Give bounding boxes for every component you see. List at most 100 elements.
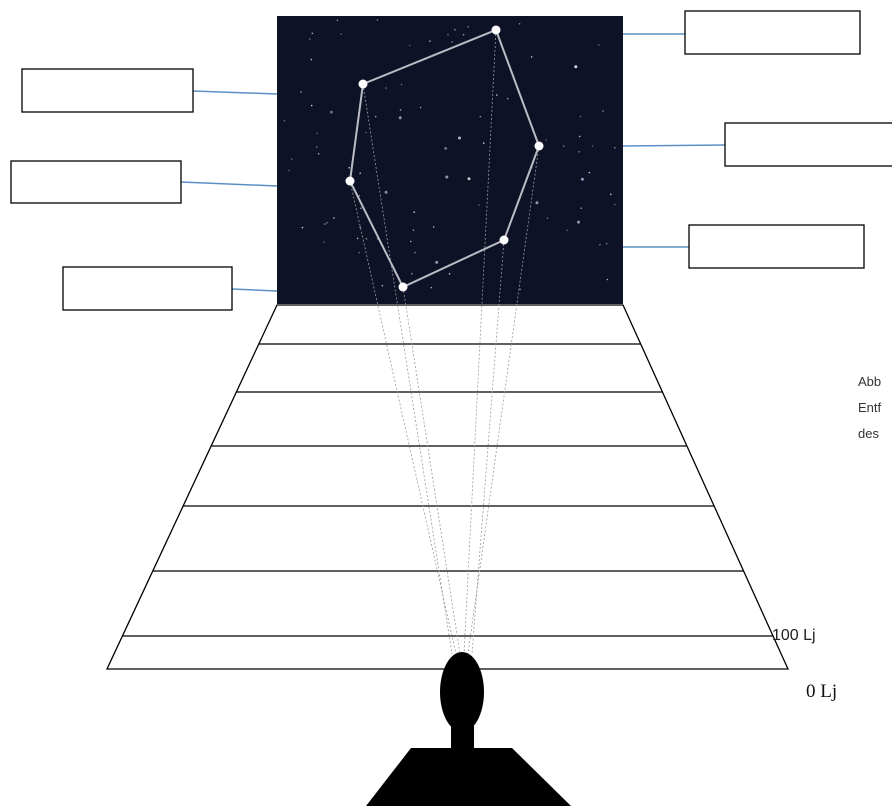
observer-silhouette	[366, 652, 571, 806]
bg-star	[301, 226, 304, 229]
bg-star	[482, 142, 485, 144]
bg-star	[462, 33, 465, 36]
bg-star	[376, 19, 379, 21]
bg-star	[506, 97, 509, 100]
bg-star	[374, 115, 377, 118]
connector-right-2	[622, 144, 726, 147]
bg-star	[448, 273, 451, 275]
sight-line-6	[471, 239, 505, 655]
caption-line-1: Abb	[858, 374, 881, 389]
distance-label-0: 0 Lj	[806, 681, 837, 702]
connector-left-3	[231, 288, 278, 292]
label-box-left-1[interactable]	[21, 68, 194, 113]
bg-star	[580, 207, 583, 209]
bg-star	[329, 110, 333, 114]
bg-star	[356, 237, 359, 240]
label-box-right-1[interactable]	[684, 10, 861, 55]
bg-star	[599, 243, 601, 246]
bg-star	[444, 146, 448, 150]
star-2	[534, 141, 544, 151]
label-box-right-2[interactable]	[724, 122, 892, 167]
bg-star	[479, 115, 482, 118]
observer-shoulders	[366, 748, 571, 806]
bg-star	[324, 223, 326, 225]
bg-star	[365, 238, 368, 240]
bg-star	[359, 226, 362, 228]
bg-star	[317, 153, 320, 155]
bg-star	[591, 145, 594, 147]
bg-star	[359, 172, 362, 174]
night-sky-panel	[277, 16, 623, 304]
bg-star	[336, 19, 339, 22]
star-3	[499, 235, 509, 245]
star-5	[345, 176, 355, 186]
distance-rungs	[122, 343, 773, 637]
bg-star	[435, 260, 439, 264]
bg-star	[606, 278, 609, 281]
bg-star	[326, 221, 328, 224]
bg-star	[408, 44, 411, 47]
star-6	[358, 79, 368, 89]
bg-star	[316, 132, 319, 135]
bg-star	[333, 217, 335, 219]
label-box-left-2[interactable]	[10, 160, 182, 204]
bg-star	[579, 115, 582, 118]
bg-star	[566, 229, 568, 232]
sight-line-1	[362, 83, 453, 655]
bg-star	[323, 241, 325, 243]
sight-line-3	[402, 286, 461, 655]
bg-star	[315, 146, 318, 148]
bg-star	[454, 29, 456, 31]
bg-star	[614, 147, 616, 149]
bg-star	[574, 65, 578, 69]
bg-star	[580, 177, 584, 181]
bg-star	[467, 177, 471, 181]
bg-star	[384, 190, 388, 194]
bg-star	[445, 175, 449, 179]
connector-left-2	[180, 181, 278, 187]
bg-star	[610, 193, 612, 196]
bg-star	[400, 83, 403, 86]
connector-left-1	[192, 90, 278, 95]
caption-line-3: des	[858, 426, 879, 441]
bg-star	[290, 158, 293, 160]
bg-star	[562, 145, 565, 147]
bg-star	[311, 32, 314, 35]
bg-star	[545, 139, 547, 141]
bg-star	[546, 217, 549, 219]
sight-lines	[349, 29, 540, 655]
bg-star	[432, 226, 435, 228]
bg-star	[429, 40, 431, 42]
label-box-left-3[interactable]	[62, 266, 233, 311]
bg-star	[365, 131, 368, 134]
bg-star	[447, 33, 449, 36]
bg-star	[414, 251, 416, 254]
bg-star	[478, 204, 480, 206]
star-1	[491, 25, 501, 35]
bg-star	[385, 87, 387, 89]
star-4	[398, 282, 408, 292]
bg-star	[451, 41, 453, 43]
bg-star	[283, 119, 286, 122]
bg-star	[602, 110, 604, 112]
bg-star	[578, 135, 581, 138]
bg-star	[530, 56, 533, 58]
sight-line-4	[463, 29, 497, 655]
bg-star	[413, 211, 416, 213]
bg-star	[358, 251, 361, 254]
bg-star	[496, 94, 498, 96]
bg-star	[578, 151, 580, 153]
bg-star	[310, 58, 313, 61]
bg-star	[411, 272, 413, 275]
observer-head	[440, 652, 484, 732]
bg-star	[399, 109, 402, 111]
bg-star	[458, 136, 461, 140]
bg-star	[399, 116, 402, 118]
bg-star	[577, 220, 580, 224]
bg-star	[381, 284, 384, 287]
bg-star	[410, 240, 412, 243]
bg-star	[518, 23, 521, 25]
bg-star	[588, 171, 591, 174]
label-box-right-3[interactable]	[688, 224, 865, 269]
